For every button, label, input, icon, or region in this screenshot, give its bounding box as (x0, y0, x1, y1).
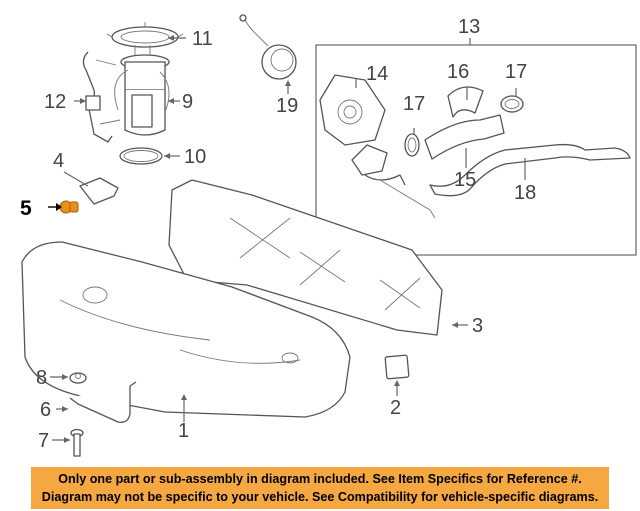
part-17-clamp-upper (500, 95, 524, 113)
callout-11: 11 (192, 28, 213, 50)
part-3-heat-shield (168, 179, 443, 336)
leader-lines (50, 35, 526, 443)
callout-1: 1 (178, 420, 189, 442)
part-4-bracket (79, 177, 119, 205)
callout-4: 4 (53, 150, 64, 172)
callout-9: 9 (182, 91, 193, 113)
disclaimer-line-2: Diagram may not be specific to your vehi… (41, 490, 599, 504)
part-5-fastener (48, 200, 79, 214)
callout-10: 10 (184, 146, 206, 168)
part-2-pad (384, 354, 410, 380)
disclaimer-banner: Only one part or sub-assembly in diagram… (31, 467, 609, 509)
callout-17-lower: 17 (403, 93, 425, 115)
part-16-hose (447, 86, 484, 118)
part-19-fuel-cap (239, 14, 297, 80)
callout-7: 7 (38, 430, 49, 452)
part-9-fuel-pump-module (114, 45, 170, 136)
part-6-strap (69, 381, 137, 423)
part-18-vent-pipe (429, 143, 631, 197)
callout-12: 12 (44, 91, 66, 113)
callout-18: 18 (514, 182, 536, 204)
callout-3: 3 (472, 315, 483, 337)
callout-13: 13 (458, 16, 480, 38)
disclaimer-line-1: Only one part or sub-assembly in diagram… (58, 472, 582, 486)
callout-19: 19 (276, 95, 298, 117)
part-10-seal (119, 147, 163, 165)
part-15-filler-hose (424, 114, 505, 160)
callout-15: 15 (454, 169, 476, 191)
callout-17-upper: 17 (505, 61, 527, 83)
part-14-housing (319, 74, 386, 146)
parts-diagram: 11 9 10 12 4 5 19 13 14 16 17 17 15 18 3… (20, 14, 637, 457)
callout-2: 2 (390, 397, 401, 419)
part-12-fuel-sender (82, 51, 121, 143)
part-1-fuel-tank (21, 241, 351, 418)
part-17-clamp-lower (404, 133, 420, 157)
callout-14: 14 (366, 63, 388, 85)
callout-5: 5 (20, 197, 32, 220)
part-filler-neck (351, 144, 436, 219)
part-7-bolt (70, 428, 84, 457)
callout-16: 16 (447, 61, 469, 83)
callout-6: 6 (40, 399, 51, 421)
part-11-lock-ring (106, 22, 184, 48)
callout-8: 8 (36, 367, 47, 389)
part-8-nut (69, 372, 87, 384)
assembly-13-box (315, 38, 637, 256)
